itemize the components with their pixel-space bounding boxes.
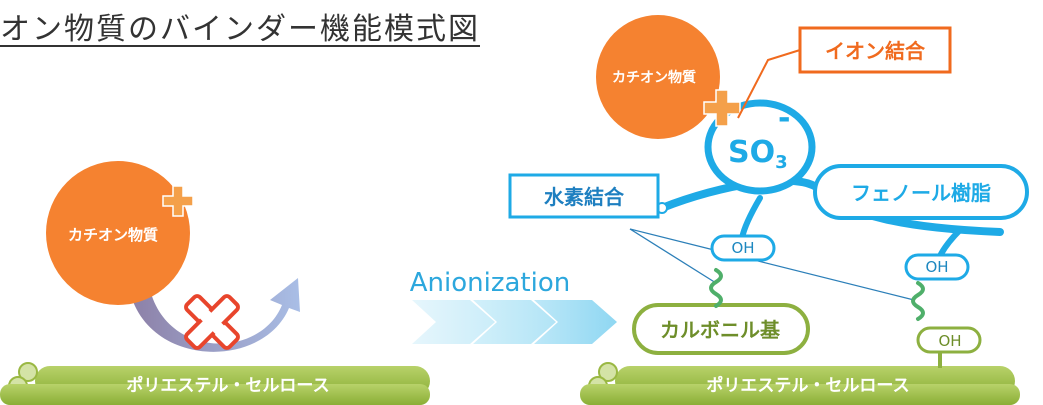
plus-icon-left (162, 185, 194, 217)
oh-node-3: OH (916, 326, 982, 368)
ionic-bond-label: イオン結合 (825, 39, 926, 63)
anionization-label: Anionization (410, 268, 570, 298)
cation-label-right: カチオン物質 (612, 69, 696, 86)
h-bond-pointer-1 (629, 228, 717, 284)
block-cross-icon (184, 294, 240, 350)
fiber-label-right: ポリエステル・セルロース (706, 375, 909, 396)
chevron-2 (473, 300, 556, 344)
carbonyl-group: カルボニル基 (632, 303, 810, 355)
chevron-1 (412, 300, 495, 344)
fiber-bar-left: ポリエステル・セルロース (0, 362, 430, 405)
chevron-3 (534, 300, 617, 344)
h-bond-squiggle-1 (709, 268, 723, 308)
repel-arrow (128, 278, 300, 352)
so3-label: SO3 (728, 135, 788, 173)
cation-circle-right: カチオン物質 (596, 15, 741, 139)
hydrogen-bond-label: 水素結合 (544, 185, 625, 209)
oh-node-1: OH (710, 234, 776, 262)
anionization-arrow: Anionization (410, 268, 617, 344)
phenol-resin-label: フェノール樹脂 (851, 181, 991, 205)
right-scene: ポリエステル・セルロース カルボニル基 OH OH (508, 15, 1029, 405)
h-bond-squiggle-2 (911, 281, 925, 321)
cation-circle-left: カチオン物質 (46, 161, 194, 305)
so3-group: SO3 - (704, 99, 816, 195)
minus-icon: - (778, 101, 790, 136)
phenol-resin: フェノール樹脂 (813, 164, 1029, 220)
oh-label-3: OH (938, 332, 961, 350)
left-scene: ポリエステル・セルロース カチオン物質 (0, 161, 430, 405)
resin-branch-left (739, 195, 763, 241)
fiber-label-left: ポリエステル・セルロース (126, 375, 329, 396)
oh-label-2: OH (925, 258, 948, 276)
page-title: オン物質のバインダー機能模式図 (0, 12, 480, 47)
plus-icon-right (703, 89, 741, 127)
cation-label-left: カチオン物質 (68, 226, 158, 244)
fiber-bar-right: ポリエステル・セルロース (580, 362, 1020, 405)
oh-label-1: OH (731, 239, 754, 257)
hydrogen-bond-label-box: 水素結合 (508, 173, 660, 219)
ionic-bond-label-box: イオン結合 (798, 26, 952, 74)
ionic-bond-pointer (737, 49, 801, 119)
resin-branch-right (937, 227, 963, 259)
carbonyl-label: カルボニル基 (660, 318, 781, 342)
h-bond-pointer-2 (629, 228, 915, 301)
oh-node-2: OH (904, 253, 970, 281)
